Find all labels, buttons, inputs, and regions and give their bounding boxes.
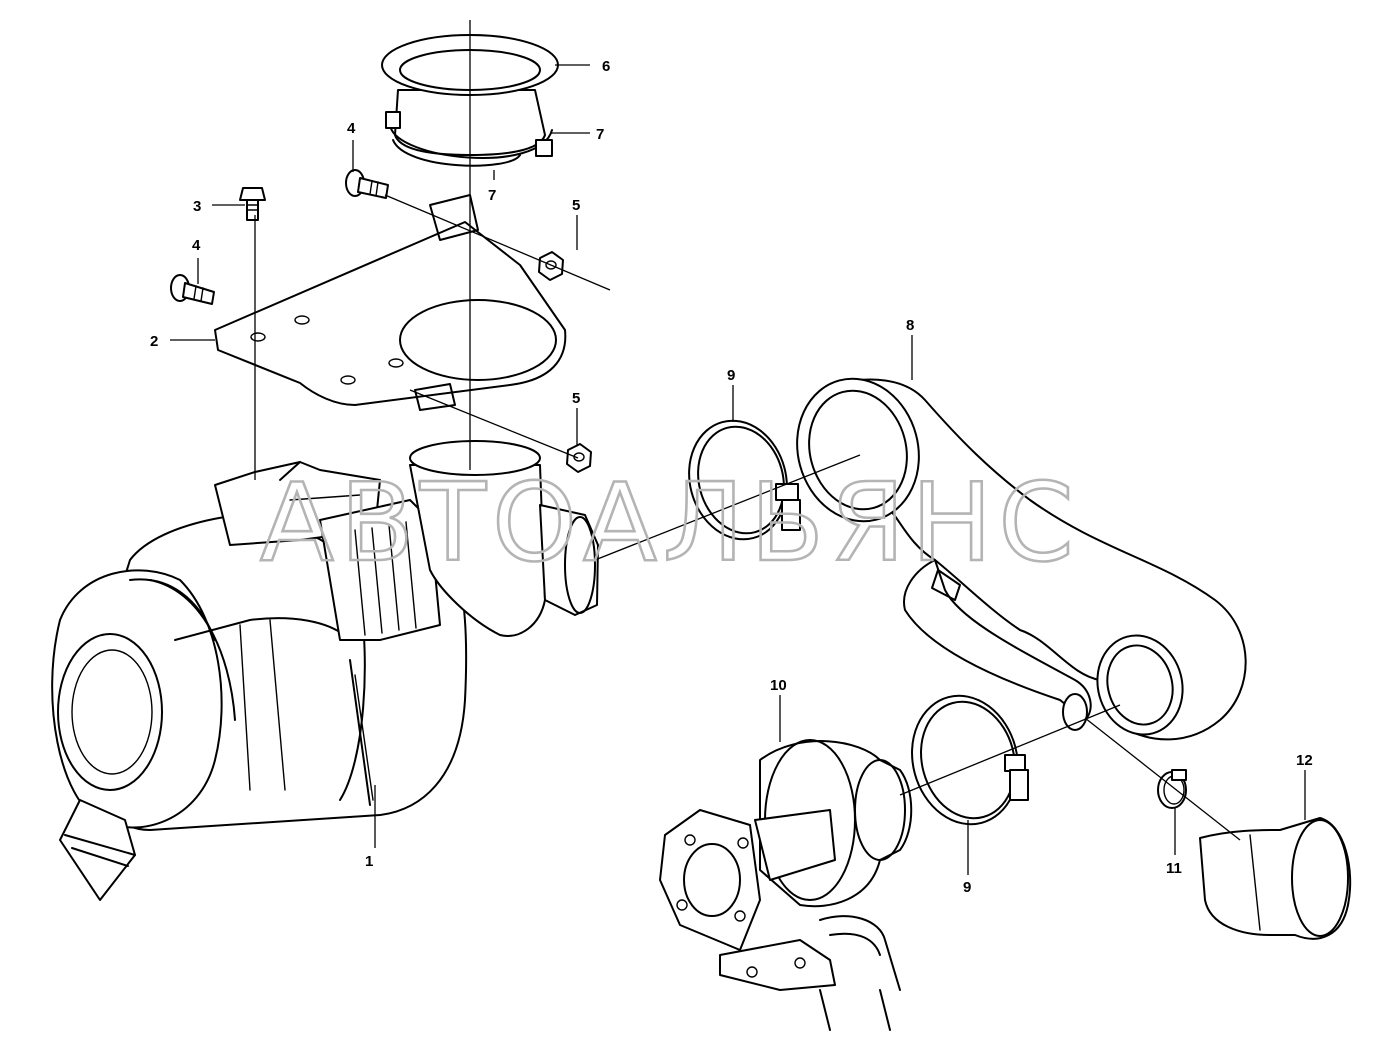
assembly-lines	[254, 20, 1241, 841]
callout-6: 6	[602, 58, 610, 75]
callout-10: 10	[770, 677, 787, 694]
callout-9-upper: 9	[727, 367, 735, 384]
callout-11: 11	[1166, 860, 1182, 877]
mounting-bracket	[214, 194, 567, 411]
callout-1: 1	[365, 853, 373, 870]
callout-8: 8	[906, 317, 914, 334]
callout-3: 3	[193, 198, 201, 215]
pipe-fitting	[1199, 817, 1352, 940]
intake-hose	[796, 377, 1247, 741]
callout-5-lower: 5	[572, 390, 580, 407]
callout-12: 12	[1296, 752, 1313, 769]
bolt-upper	[345, 169, 389, 199]
bolt-left	[170, 274, 215, 305]
air-filter-housing	[51, 440, 599, 901]
callout-9-lower: 9	[963, 879, 971, 896]
callout-5-upper: 5	[572, 197, 580, 214]
callout-2: 2	[150, 333, 158, 350]
bolt-vertical	[239, 187, 266, 221]
leader-lines	[170, 64, 1306, 875]
callout-7-lower: 7	[488, 187, 496, 204]
watermark: АВТОАЛЬЯНС	[260, 461, 1080, 586]
hose-clamp-top	[385, 111, 553, 167]
hose-clamp-lower	[911, 694, 1029, 826]
callout-labels: 1 2 3 4 4 5 5 6 7 7 8 9 9 10 11 12	[150, 58, 1313, 896]
small-clamp	[1157, 769, 1187, 809]
callout-4-left: 4	[192, 237, 201, 254]
callout-4-upper: 4	[347, 120, 356, 137]
callout-7-right: 7	[596, 126, 604, 143]
nut-lower	[566, 443, 592, 473]
nut-upper	[538, 251, 564, 281]
turbocharger	[659, 739, 913, 1031]
